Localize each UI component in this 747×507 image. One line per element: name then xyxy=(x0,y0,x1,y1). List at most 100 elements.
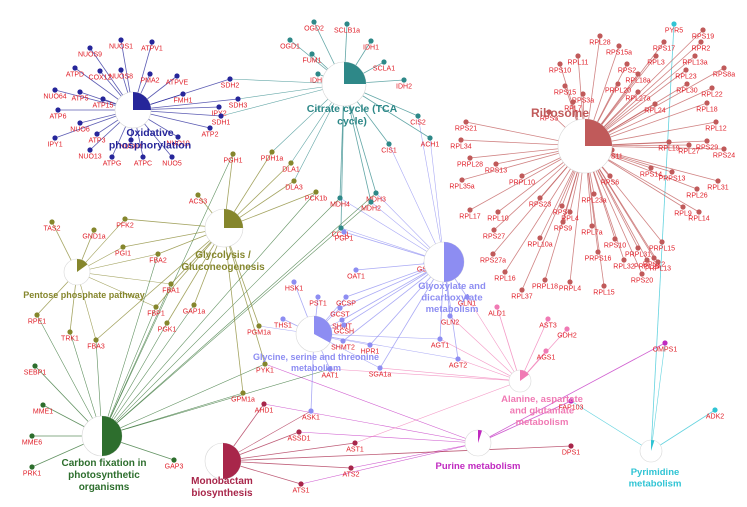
gene-dot[interactable] xyxy=(29,464,35,470)
gene-node[interactable]: RPL28 xyxy=(589,33,611,47)
gene-dot[interactable] xyxy=(559,203,565,209)
gene-node[interactable]: RPL13a xyxy=(682,53,708,67)
gene-node[interactable]: RPS10 xyxy=(604,236,626,250)
gene-node[interactable]: MME1 xyxy=(33,402,53,416)
gene-dot[interactable] xyxy=(639,271,645,277)
gene-dot[interactable] xyxy=(91,227,97,233)
gene-dot[interactable] xyxy=(570,99,576,105)
gene-dot[interactable] xyxy=(118,67,124,73)
gene-dot[interactable] xyxy=(459,177,465,183)
gene-dot[interactable] xyxy=(40,402,46,408)
gene-dot[interactable] xyxy=(308,408,314,414)
gene-node[interactable]: RPL22 xyxy=(701,85,723,99)
gene-dot[interactable] xyxy=(72,65,78,71)
gene-node[interactable]: ATPV1 xyxy=(141,39,163,53)
gene-node[interactable]: RPL11 xyxy=(568,53,589,67)
gene-node[interactable]: ATP15 xyxy=(93,96,114,110)
gene-dot[interactable] xyxy=(467,155,473,161)
gene-node[interactable]: NUO13 xyxy=(78,147,102,161)
gene-node[interactable]: RPS2 xyxy=(618,61,636,75)
gene-node[interactable]: RPL35a xyxy=(449,177,475,191)
gene-node[interactable]: SDH3 xyxy=(229,96,248,110)
gene-node[interactable]: NUO6 xyxy=(70,120,90,134)
gene-node[interactable]: RPL18 xyxy=(696,100,718,114)
gene-dot[interactable] xyxy=(164,320,170,326)
gene-dot[interactable] xyxy=(195,192,201,198)
gene-node[interactable]: PRPS13 xyxy=(659,169,686,183)
gene-node[interactable]: IDH1 xyxy=(363,38,379,52)
gene-node[interactable]: ASK1 xyxy=(302,408,320,422)
gene-dot[interactable] xyxy=(87,45,93,51)
gene-dot[interactable] xyxy=(340,338,346,344)
gene-dot[interactable] xyxy=(644,257,650,263)
gene-dot[interactable] xyxy=(575,53,581,59)
gene-dot[interactable] xyxy=(543,348,549,354)
gene-dot[interactable] xyxy=(341,322,347,328)
gene-node[interactable]: OAT1 xyxy=(347,267,365,281)
gene-node[interactable]: RPL7 xyxy=(564,99,582,113)
gene-node[interactable]: RPS21 xyxy=(455,119,477,133)
gene-node[interactable]: CIS1 xyxy=(381,141,397,155)
gene-node[interactable]: RPL23 xyxy=(675,67,697,81)
gene-dot[interactable] xyxy=(52,87,58,93)
gene-dot[interactable] xyxy=(635,89,641,95)
gene-dot[interactable] xyxy=(153,304,159,310)
gene-node[interactable]: OMPS1 xyxy=(653,340,678,354)
gene-node[interactable]: RPS14 xyxy=(640,165,662,179)
gene-node[interactable]: RPS12 xyxy=(643,255,665,269)
gene-node[interactable]: COX12 xyxy=(89,68,112,82)
gene-dot[interactable] xyxy=(97,68,103,74)
gene-node[interactable]: PCK1b xyxy=(305,189,327,203)
gene-dot[interactable] xyxy=(147,71,153,77)
gene-node[interactable]: ASSD1 xyxy=(288,429,311,443)
gene-node[interactable]: PRPL31 xyxy=(625,245,651,259)
gene-dot[interactable] xyxy=(567,279,573,285)
gene-node[interactable]: NUOS8 xyxy=(109,67,133,81)
gene-dot[interactable] xyxy=(368,38,374,44)
gene-node[interactable]: PMA2 xyxy=(140,71,160,85)
gene-node[interactable]: RPL9 xyxy=(674,204,692,218)
gene-node[interactable]: HPR1 xyxy=(361,342,380,356)
gene-node[interactable]: SCLA1 xyxy=(373,59,395,73)
gene-node[interactable]: PRPL24 xyxy=(634,257,660,271)
gene-dot[interactable] xyxy=(595,249,601,255)
gene-dot[interactable] xyxy=(168,281,174,287)
gene-node[interactable]: RPL16 xyxy=(494,269,516,283)
gene-dot[interactable] xyxy=(128,137,134,143)
gene-dot[interactable] xyxy=(537,195,543,201)
gene-node[interactable]: NUO5 xyxy=(162,154,182,168)
gene-node[interactable]: SGA1a xyxy=(369,365,392,379)
gene-dot[interactable] xyxy=(207,125,213,131)
gene-dot[interactable] xyxy=(721,65,727,71)
gene-node[interactable]: AGS1 xyxy=(537,348,556,362)
gene-dot[interactable] xyxy=(77,120,83,126)
gene-dot[interactable] xyxy=(669,169,675,175)
gene-node[interactable]: PRPL15 xyxy=(649,239,675,253)
gene-node[interactable]: RPL14 xyxy=(688,209,710,223)
gene-dot[interactable] xyxy=(455,356,461,362)
gene-dot[interactable] xyxy=(109,154,115,160)
gene-node[interactable]: GAP1a xyxy=(183,302,206,316)
gene-node[interactable]: RPL7a xyxy=(581,223,603,237)
gene-node[interactable]: MME6 xyxy=(22,433,42,447)
gene-dot[interactable] xyxy=(700,27,706,33)
gene-dot[interactable] xyxy=(256,323,262,329)
gene-node[interactable]: RPS20 xyxy=(631,271,653,285)
gene-node[interactable]: RPL30 xyxy=(676,81,698,95)
gene-dot[interactable] xyxy=(386,141,392,147)
gene-dot[interactable] xyxy=(704,100,710,106)
gene-dot[interactable] xyxy=(155,251,161,257)
gene-dot[interactable] xyxy=(288,160,294,166)
gene-node[interactable]: IDH2 xyxy=(396,77,412,91)
gene-dot[interactable] xyxy=(227,76,233,82)
gene-dot[interactable] xyxy=(557,61,563,67)
gene-node[interactable]: PRPL18 xyxy=(532,277,558,291)
gene-node[interactable]: NUO14 xyxy=(119,137,143,151)
gene-node[interactable]: RPL27a xyxy=(625,89,651,103)
gene-dot[interactable] xyxy=(52,135,58,141)
gene-dot[interactable] xyxy=(560,219,566,225)
gene-node[interactable]: FMH1 xyxy=(173,91,193,105)
gene-node[interactable]: AGT1 xyxy=(431,336,449,350)
